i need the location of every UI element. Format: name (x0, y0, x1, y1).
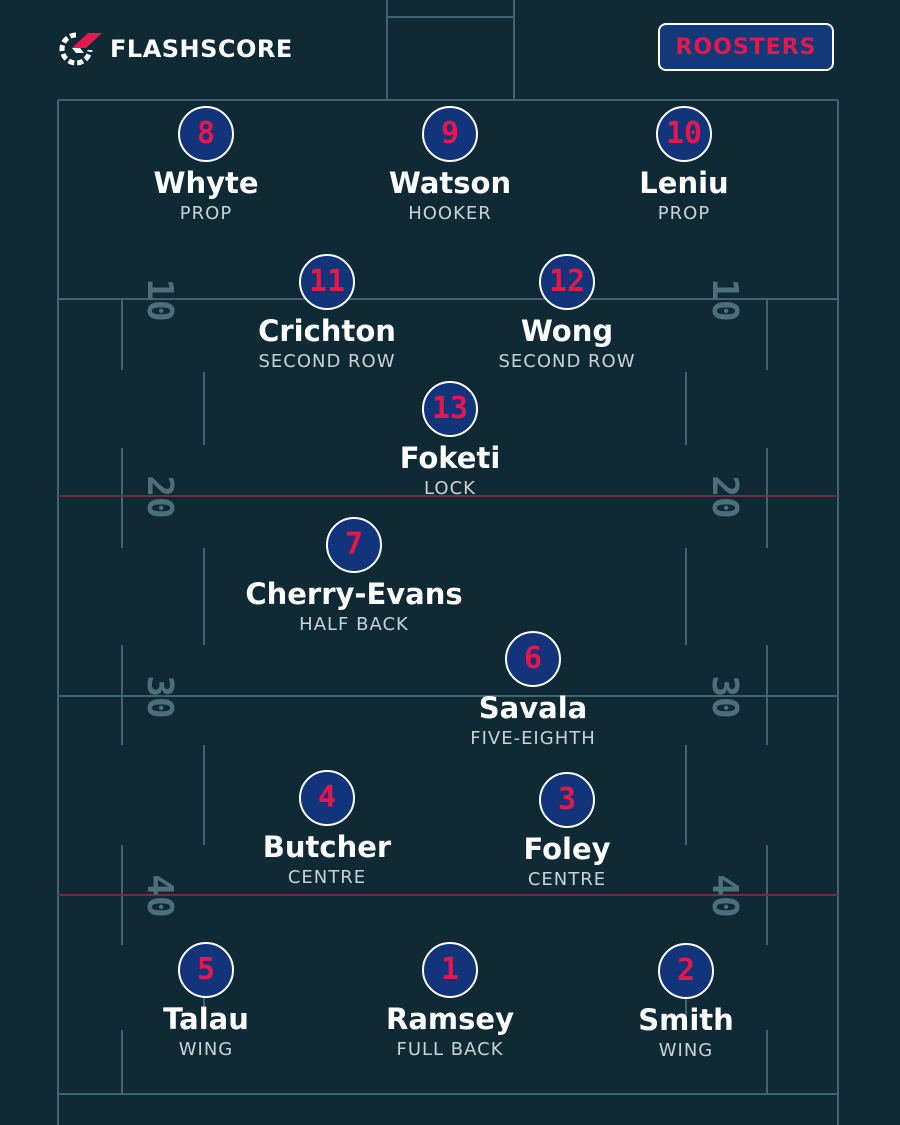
player-position: WING (178, 1038, 234, 1060)
jersey-number: 1 (440, 952, 460, 987)
player-card: 13 Foketi LOCK (320, 381, 580, 499)
jersey-number-badge: 1 (422, 942, 478, 998)
player-name: Cherry-Evans (245, 577, 463, 611)
jersey-number: 12 (548, 264, 586, 299)
jersey-number: 6 (523, 641, 543, 676)
jersey-number: 11 (308, 264, 346, 299)
player-position: PROP (179, 202, 233, 224)
player-card: 6 Savala FIVE-EIGHTH (403, 631, 663, 749)
jersey-number-badge: 3 (539, 772, 595, 828)
player-card: 8 Whyte PROP (76, 106, 336, 224)
flashscore-logo-icon (59, 32, 102, 66)
player-position: WING (658, 1039, 714, 1061)
player-position: CENTRE (287, 866, 367, 888)
team-badge: ROOSTERS (658, 23, 834, 71)
player-position: HALF BACK (299, 613, 409, 635)
jersey-number-badge: 8 (178, 106, 234, 162)
brand-header: FLASHSCORE (58, 30, 293, 68)
player-position: SECOND ROW (258, 350, 396, 372)
player-card: 12 Wong SECOND ROW (437, 254, 697, 372)
jersey-number: 4 (317, 780, 337, 815)
player-position: LOCK (424, 477, 476, 499)
player-name: Leniu (639, 166, 729, 200)
jersey-number-badge: 9 (422, 106, 478, 162)
yard-marker-left-10: 10 (139, 278, 180, 321)
jersey-number-badge: 6 (505, 631, 561, 687)
player-name: Whyte (153, 166, 259, 200)
player-position: SECOND ROW (498, 350, 636, 372)
jersey-number-badge: 11 (299, 254, 355, 310)
yard-marker-right-40: 40 (704, 874, 745, 917)
player-name: Watson (388, 166, 512, 200)
player-position: FULL BACK (396, 1038, 504, 1060)
player-name: Ramsey (386, 1002, 514, 1036)
team-name: ROOSTERS (675, 34, 817, 60)
jersey-number: 3 (557, 782, 577, 817)
player-name: Smith (638, 1003, 734, 1037)
player-name: Crichton (258, 314, 396, 348)
player-name: Foketi (399, 441, 501, 475)
jersey-number: 13 (431, 391, 469, 426)
player-card: 4 Butcher CENTRE (197, 770, 457, 888)
player-card: 1 Ramsey FULL BACK (320, 942, 580, 1060)
player-name: Butcher (262, 830, 392, 864)
jersey-number-badge: 10 (656, 106, 712, 162)
player-card: 5 Talau WING (76, 942, 336, 1060)
yard-marker-left-40: 40 (139, 874, 180, 917)
yard-marker-right-20: 20 (704, 475, 745, 518)
player-card: 9 Watson HOOKER (320, 106, 580, 224)
player-name: Foley (523, 832, 611, 866)
jersey-number: 8 (196, 116, 216, 151)
jersey-number: 7 (344, 527, 364, 562)
jersey-number: 5 (196, 952, 216, 987)
jersey-number-badge: 13 (422, 381, 478, 437)
brand-name: FLASHSCORE (110, 35, 293, 63)
jersey-number: 2 (676, 953, 696, 988)
player-name: Talau (163, 1002, 249, 1036)
jersey-number-badge: 12 (539, 254, 595, 310)
player-position: PROP (657, 202, 711, 224)
player-card: 10 Leniu PROP (554, 106, 814, 224)
player-card: 3 Foley CENTRE (437, 772, 697, 890)
yard-marker-left-30: 30 (139, 675, 180, 718)
yard-marker-right-10: 10 (704, 278, 745, 321)
jersey-number: 10 (665, 116, 703, 151)
player-name: Savala (478, 691, 588, 725)
yard-marker-right-30: 30 (704, 675, 745, 718)
player-card: 11 Crichton SECOND ROW (197, 254, 457, 372)
player-position: CENTRE (527, 868, 607, 890)
jersey-number-badge: 4 (299, 770, 355, 826)
yard-marker-left-20: 20 (139, 475, 180, 518)
jersey-number: 9 (440, 116, 460, 151)
player-name: Wong (520, 314, 614, 348)
jersey-number-badge: 5 (178, 942, 234, 998)
player-card: 7 Cherry-Evans HALF BACK (224, 517, 484, 635)
player-position: HOOKER (408, 202, 492, 224)
jersey-number-badge: 2 (658, 943, 714, 999)
player-position: FIVE-EIGHTH (470, 727, 596, 749)
jersey-number-badge: 7 (326, 517, 382, 573)
player-card: 2 Smith WING (556, 943, 816, 1061)
